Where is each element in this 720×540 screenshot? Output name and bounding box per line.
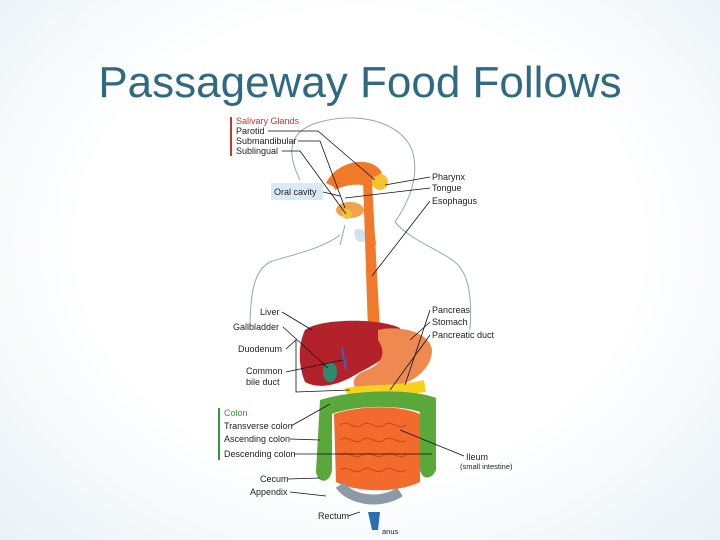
label-salivary-glands: Salivary Glands	[236, 116, 300, 126]
label-tongue: Tongue	[432, 183, 462, 193]
label-pancreatic-duct: Pancreatic duct	[432, 330, 495, 340]
leader-sublingual	[282, 150, 347, 215]
leader-liver	[281, 311, 313, 331]
label-pancreas: Pancreas	[432, 305, 471, 315]
leader-esophagus	[371, 200, 431, 277]
small-intestine-shape	[334, 407, 420, 491]
leader-cecum	[287, 477, 321, 480]
leader-oral-cavity	[322, 191, 341, 197]
label-common-bile-duct-2: bile duct	[246, 377, 280, 387]
leader-ileum	[399, 429, 465, 457]
leader-submandibular	[298, 140, 346, 209]
label-ascending-colon: Ascending colon	[224, 434, 290, 444]
leader-pancreas	[404, 309, 431, 386]
leader-duodenum	[285, 339, 351, 393]
leader-rectum	[347, 511, 361, 517]
leader-pancreatic-duct	[389, 334, 431, 391]
label-pharynx: Pharynx	[432, 172, 466, 182]
leader-transverse-colon	[290, 403, 331, 427]
leader-parotid	[268, 130, 376, 181]
leader-common-bile-duct	[285, 359, 344, 373]
label-submandibular: Submandibular	[236, 136, 297, 146]
label-liver: Liver	[260, 307, 280, 317]
label-colon: Colon	[224, 408, 248, 418]
esophagus-tube	[363, 180, 380, 330]
label-anus: anus	[382, 527, 399, 536]
label-stomach: Stomach	[432, 317, 468, 327]
oral-cavity-box	[271, 183, 323, 200]
stomach-shape	[353, 328, 432, 392]
bile-duct-shape	[341, 347, 347, 371]
label-oral-cavity: Oral cavity	[274, 187, 317, 197]
colon-shape	[316, 391, 436, 481]
leader-tongue	[344, 187, 431, 199]
label-esophagus: Esophagus	[432, 196, 478, 206]
label-rectum: Rectum	[318, 511, 349, 521]
label-appendix: Appendix	[250, 487, 288, 497]
leader-ascending-colon	[289, 438, 321, 441]
label-small-intestine: (small intestine)	[460, 462, 513, 471]
label-common-bile-duct-1: Common	[246, 366, 283, 376]
label-parotid: Parotid	[236, 126, 265, 136]
label-descending-colon: Descending colon	[224, 449, 296, 459]
rectum-shape	[335, 481, 403, 505]
slide-title: Passageway Food Follows	[98, 58, 622, 107]
leader-stomach	[409, 321, 431, 341]
pharynx-curve	[325, 161, 382, 188]
label-ileum: Ileum	[466, 452, 488, 462]
label-cecum: Cecum	[260, 474, 289, 484]
label-duodenum: Duodenum	[238, 344, 282, 354]
leader-appendix	[289, 491, 327, 497]
leader-gallbladder	[282, 326, 329, 369]
label-gallbladder: Gallbladder	[233, 322, 279, 332]
anus-shape	[368, 512, 380, 530]
body-outline	[249, 117, 472, 331]
label-sublingual: Sublingual	[236, 146, 278, 156]
leader-pharynx	[384, 176, 431, 186]
label-transverse-colon: Transverse colon	[224, 421, 293, 431]
